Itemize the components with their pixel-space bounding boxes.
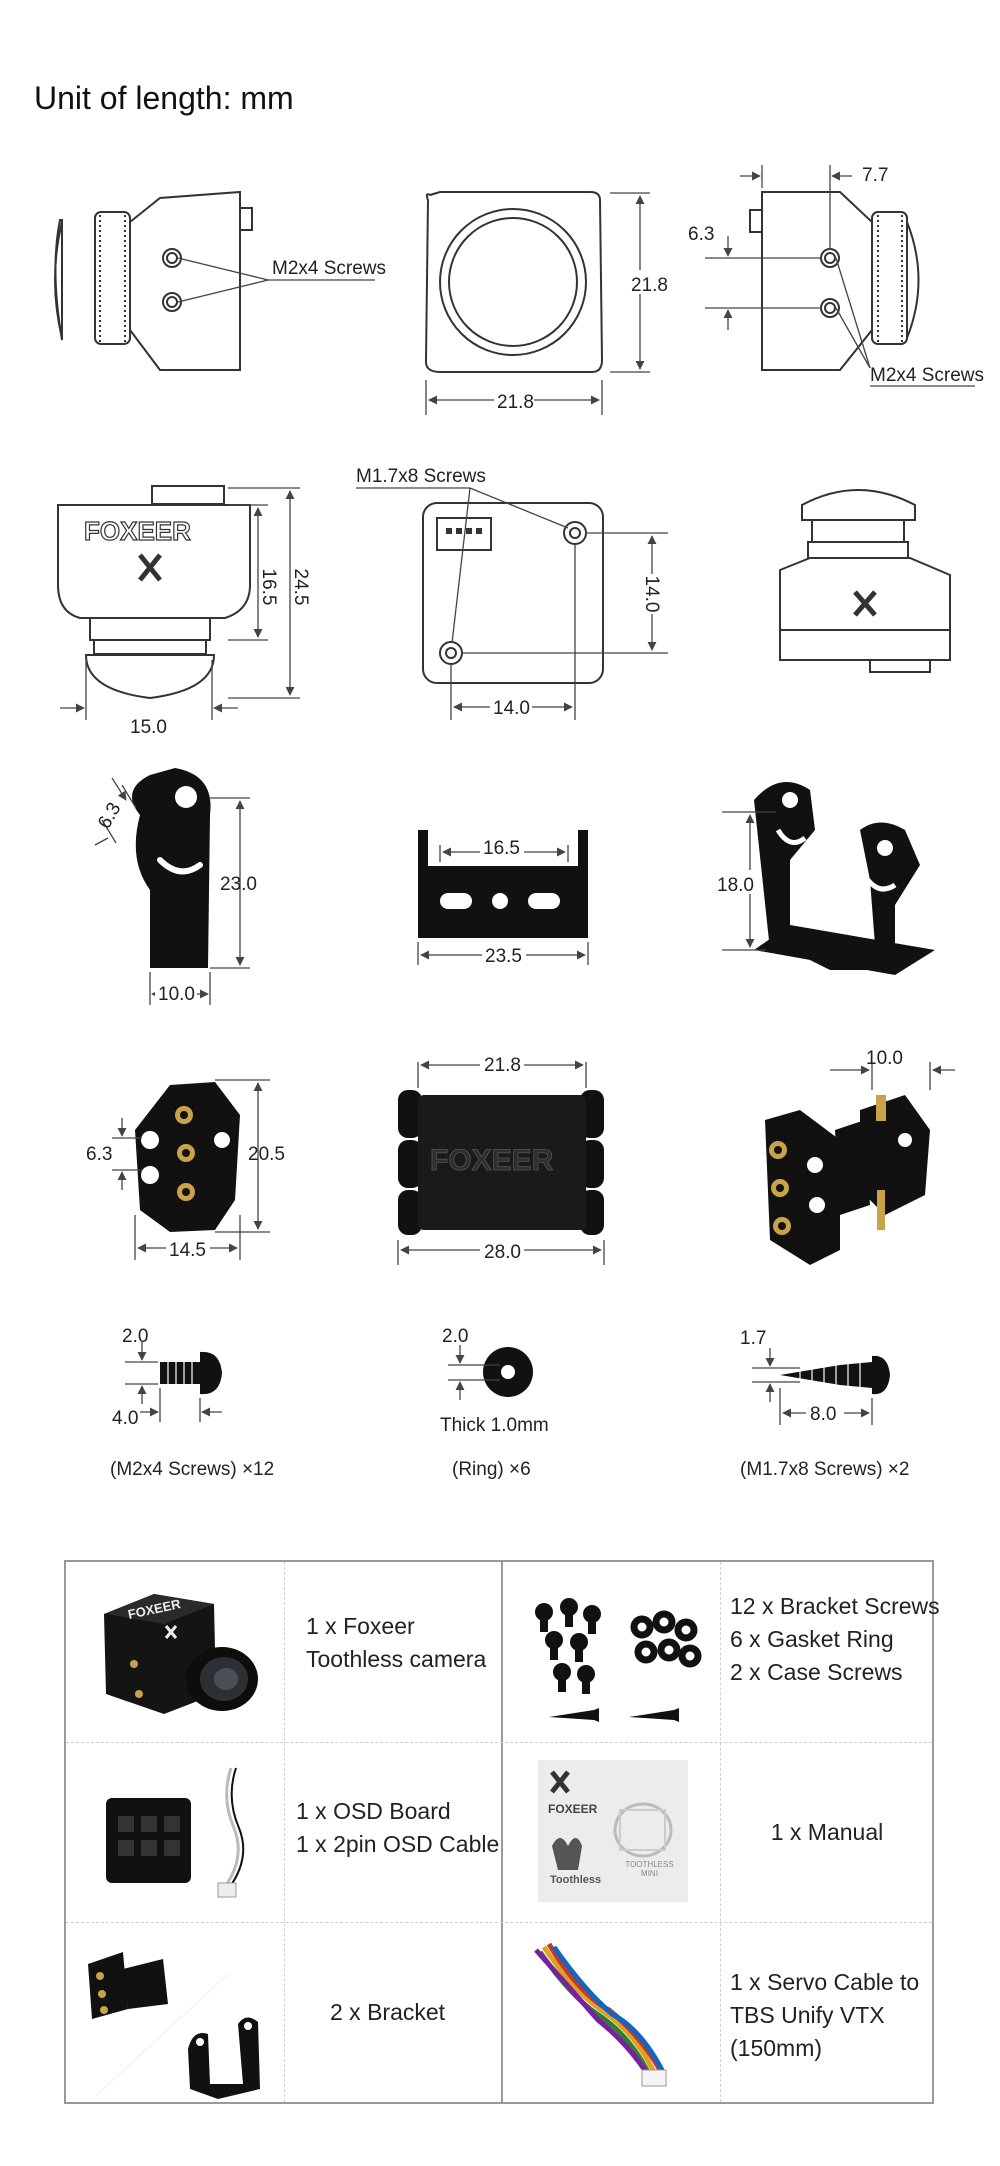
cell-bracket-text: 2 x Bracket — [330, 1996, 445, 2029]
dim-text: 2.0 — [442, 1326, 468, 1347]
dim-text: 14.0 — [493, 698, 530, 719]
dim-text: 6.3 — [86, 1144, 112, 1165]
u-bracket-front-view — [418, 830, 588, 938]
table-divider — [501, 1562, 503, 2102]
cell-line: 1 x Foxeer — [306, 1613, 415, 1639]
table-divider — [66, 1922, 932, 1923]
dim-text: 21.8 — [631, 275, 668, 296]
camera-photo: FOXEER — [104, 1594, 258, 1714]
cell-line: 2 x Case Screws — [730, 1659, 903, 1685]
m17x8-screw-drawing — [780, 1355, 890, 1395]
dim-text: 14.0 — [641, 576, 662, 613]
screws-callout-left — [177, 257, 375, 303]
manual-sub-text: Toothless — [550, 1874, 602, 1886]
page-title: Unit of length: mm — [34, 80, 294, 116]
package-contents-table: FOXEER 1 x Foxeer Toothless camera 12 x … — [64, 1560, 940, 2104]
cell-line: 1 x 2pin OSD Cable — [296, 1831, 500, 1857]
mount-block-side-view — [135, 1082, 240, 1232]
screw2-caption: (M1.7x8 Screws) ×2 — [740, 1459, 909, 1480]
cell-line: 6 x Gasket Ring — [730, 1626, 894, 1652]
screw1-caption: (M2x4 Screws) ×12 — [110, 1459, 274, 1480]
dim-text: 7.7 — [862, 165, 888, 186]
dim-text: 20.5 — [248, 1144, 285, 1165]
manual-model-text: TOOTHLESS MINI — [625, 1860, 674, 1878]
cell-osd-text: 1 x OSD Board 1 x 2pin OSD Cable — [296, 1795, 499, 1861]
dim-text: 2.0 — [122, 1326, 148, 1347]
table-divider — [66, 1742, 932, 1743]
cell-line: (150mm) — [730, 2035, 823, 2061]
dim-lines-bracket-3d — [830, 1062, 955, 1090]
brackets-photo — [88, 1952, 260, 2099]
bracket-front-view: FOXEER — [398, 1090, 604, 1235]
dim-lines-back — [60, 487, 300, 720]
screws-photo — [535, 1598, 702, 1722]
dim-lines-m2x4 — [125, 1342, 222, 1422]
cell-camera-text: 1 x Foxeer Toothless camera — [306, 1610, 486, 1676]
technical-drawings: M2x4 Screws 21.8 21.8 — [54, 165, 984, 1480]
cell-line: 2 x Bracket — [330, 1999, 446, 2025]
osd-board-photo — [106, 1767, 245, 1898]
camera-side-view-left — [54, 190, 253, 371]
dim-text: 15.0 — [130, 717, 167, 738]
dim-text: 10.0 — [866, 1048, 903, 1069]
ring-drawing — [483, 1347, 533, 1397]
dim-text: M2x4 Screws — [870, 365, 984, 386]
cell-line: 1 x Manual — [770, 1819, 884, 1845]
dim-text: M1.7x8 Screws — [356, 466, 486, 487]
bracket-3d-view — [765, 1095, 930, 1265]
dim-text: 14.5 — [169, 1240, 206, 1261]
dim-text: 6.3 — [94, 799, 125, 832]
cell-manual-text: 1 x Manual — [720, 1816, 934, 1849]
cell-servo-text: 1 x Servo Cable to TBS Unify VTX (150mm) — [730, 1966, 919, 2065]
osd-board-view — [422, 502, 604, 684]
dim-text: 8.0 — [810, 1404, 836, 1425]
dim-text: 16.5 — [483, 838, 520, 859]
dim-text: 23.5 — [485, 946, 522, 967]
u-bracket-3d-view — [754, 782, 935, 975]
dim-text: 21.8 — [497, 392, 534, 413]
cell-line: Toothless camera — [306, 1646, 487, 1672]
dim-text: 28.0 — [484, 1242, 521, 1263]
dim-text: 18.0 — [717, 875, 754, 896]
dim-text: M2x4 Screws — [272, 258, 386, 279]
table-divider — [720, 1562, 721, 2102]
dim-text: 10.0 — [158, 984, 195, 1005]
dim-text: Thick 1.0mm — [440, 1415, 549, 1436]
servo-cable-photo — [534, 1942, 667, 2087]
dim-text: 16.5 — [258, 569, 279, 606]
dim-text: 23.0 — [220, 874, 257, 895]
dim-text: 24.5 — [290, 569, 311, 606]
manual-brand-text: FOXEER — [548, 1802, 598, 1816]
cell-line: TBS Unify VTX — [730, 2002, 885, 2028]
dim-lines-ring — [448, 1345, 500, 1400]
camera-back-view: FOXEER — [57, 485, 251, 700]
camera-front-view — [424, 191, 604, 373]
foxeer-embossed-logo: FOXEER — [430, 1144, 554, 1177]
mount-plate-side-view — [132, 768, 211, 968]
camera-rear-3d-view — [779, 489, 951, 673]
manual-photo: FOXEER Toothless TOOTHLESS MINI — [538, 1760, 688, 1902]
camera-side-view-right — [749, 191, 920, 371]
cell-line: 12 x Bracket Screws — [730, 1593, 940, 1619]
dim-text: 21.8 — [484, 1055, 521, 1076]
m2x4-screw-drawing — [160, 1351, 222, 1395]
cell-line: 1 x Servo Cable to — [730, 1969, 920, 1995]
cell-line: 1 x OSD Board — [296, 1798, 451, 1824]
cell-screws-text: 12 x Bracket Screws 6 x Gasket Ring 2 x … — [730, 1590, 940, 1689]
foxeer-logo-outline: FOXEER — [84, 516, 191, 546]
dim-lines-mount-plate — [94, 777, 250, 1005]
dim-lines-right — [705, 165, 975, 387]
dim-text: 1.7 — [740, 1328, 766, 1349]
table-divider — [284, 1562, 285, 2102]
dim-text: 6.3 — [688, 224, 714, 245]
ring-caption: (Ring) ×6 — [452, 1459, 531, 1480]
dim-text: 4.0 — [112, 1408, 138, 1429]
